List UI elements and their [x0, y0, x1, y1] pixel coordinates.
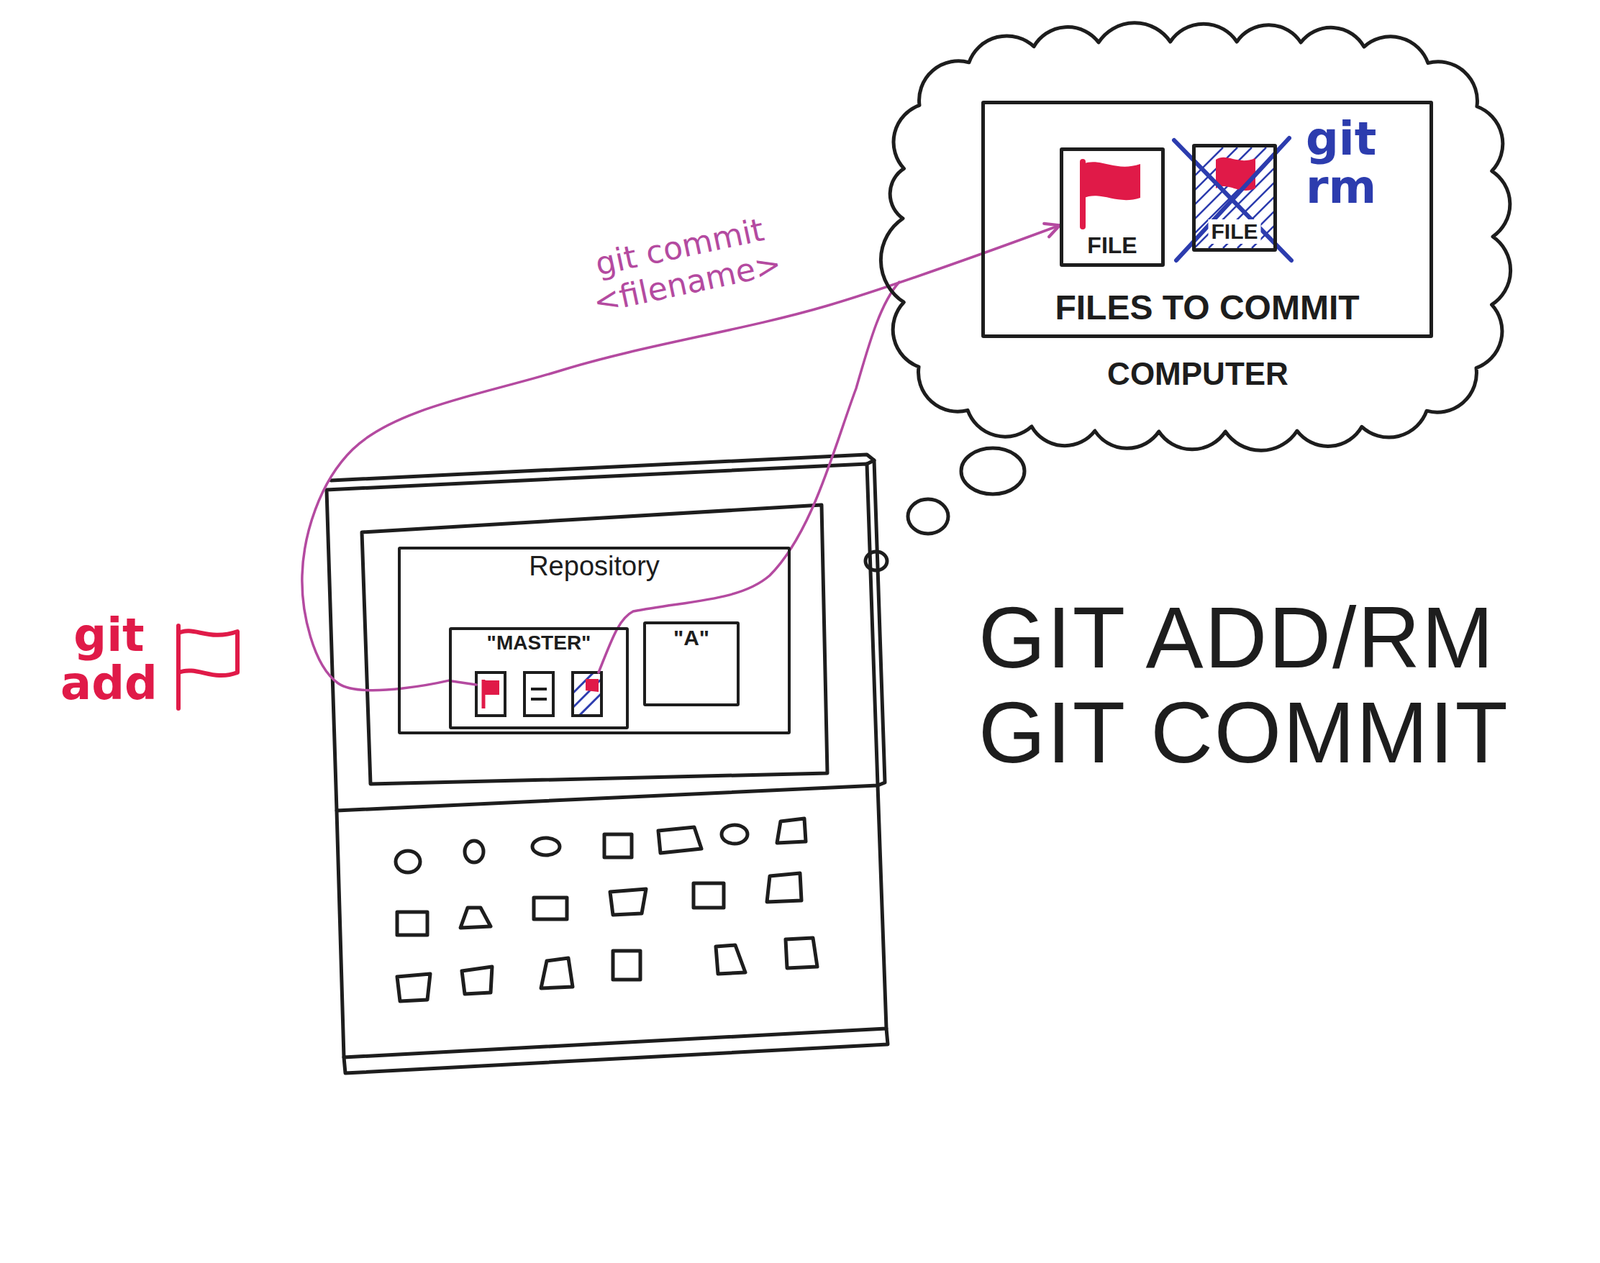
- branch-box: "MASTER": [448, 627, 629, 730]
- box-heading: FILES TO COMMIT: [1054, 287, 1359, 328]
- thought-bubble: [961, 448, 1025, 495]
- keyboard-key: [397, 912, 428, 936]
- laptop-lid: [326, 464, 878, 811]
- laptop-base-edge: [343, 1028, 888, 1074]
- keyboard-key: [461, 966, 493, 995]
- thought-cloud: COMPUTER FILES TO COMMIT FILE FILE: [874, 12, 1522, 461]
- laptop-screen: [361, 505, 828, 785]
- branch-box: "A": [643, 621, 740, 707]
- file-label: FILE: [1208, 219, 1262, 245]
- keyboard-key: [721, 825, 748, 844]
- keyboard-key: [715, 945, 746, 975]
- keyboard-key: [532, 838, 560, 856]
- file-label: FILE: [1087, 232, 1137, 259]
- cloud-outline-path: [880, 23, 1511, 451]
- keyboard-key: [612, 951, 641, 980]
- keyboard-key: [395, 851, 421, 873]
- edge-label: git commit <filename>: [563, 205, 804, 326]
- flag: [1082, 161, 1141, 200]
- commit-stub: [451, 681, 477, 685]
- commit-arrow: [302, 225, 1060, 690]
- branch-name: "MASTER": [487, 631, 592, 655]
- equals-mark: [530, 689, 547, 700]
- flag: [585, 679, 599, 693]
- keyboard-key: [658, 827, 702, 854]
- laptop-lid-side: [866, 460, 885, 786]
- keyboard-key: [693, 883, 724, 908]
- staging-box: FILES TO COMMIT FILE FILE: [981, 100, 1434, 339]
- cross-out: [1174, 138, 1292, 261]
- keyboard-key: [464, 841, 484, 863]
- laptop: [326, 454, 888, 1074]
- command-label: git rm: [1305, 115, 1400, 212]
- keyboard-key: [776, 818, 806, 844]
- hatching: [574, 674, 600, 715]
- keyboard-key: [766, 873, 802, 903]
- commit-branch-line: [598, 282, 900, 673]
- diagram-title: GIT ADD/RM GIT COMMIT: [978, 589, 1540, 780]
- file-icon: FILE: [1059, 147, 1165, 267]
- laptop-base: [336, 785, 887, 1058]
- thought-bubble: [907, 499, 949, 534]
- keyboard-key: [397, 974, 431, 1002]
- removed-file-icon: FILE: [1192, 143, 1277, 252]
- hatch-line: [574, 674, 600, 715]
- keyboard-key: [541, 958, 573, 989]
- keyboard-key: [533, 897, 567, 920]
- box-heading: Repository: [528, 551, 660, 583]
- thought-bubbles: [865, 448, 1025, 571]
- cloud-label: COMPUTER: [1107, 356, 1289, 393]
- repository-box: Repository "MASTER" "A": [397, 546, 791, 735]
- command-label: git add: [46, 611, 172, 708]
- flag: [483, 680, 500, 695]
- keyboard-key: [604, 834, 632, 858]
- cloud-outline: [874, 12, 1522, 461]
- file-icon: [476, 672, 506, 716]
- file-icons: [178, 138, 1353, 720]
- branch-name: "A": [673, 625, 710, 652]
- file-icon: [572, 672, 602, 716]
- file-icon: [524, 672, 554, 716]
- thought-bubble: [865, 551, 888, 571]
- flag: [1215, 157, 1256, 191]
- keyboard-key: [460, 907, 491, 929]
- keyboard-key: [785, 938, 818, 969]
- flag-outline: [178, 625, 238, 709]
- keyboard-key: [610, 889, 647, 916]
